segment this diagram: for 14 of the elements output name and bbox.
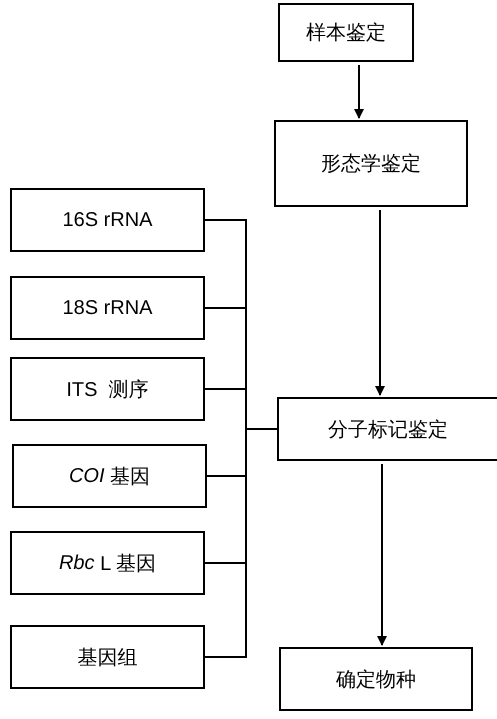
arrow	[375, 210, 385, 396]
process-box: 分子标记鉴定	[277, 397, 497, 461]
process-box: 16S rRNA	[10, 188, 205, 252]
process-box: 18S rRNA	[10, 276, 205, 340]
arrow	[354, 65, 364, 119]
process-box: 确定物种	[279, 647, 473, 711]
process-box: COI 基因	[12, 444, 207, 508]
process-box: Rbc L 基因	[10, 531, 205, 595]
arrow	[377, 464, 387, 646]
process-box: 基因组	[10, 625, 205, 689]
process-box: ITS 测序	[10, 357, 205, 421]
process-box: 形态学鉴定	[274, 120, 468, 207]
connector-line	[205, 428, 277, 658]
process-box: 样本鉴定	[278, 3, 414, 62]
